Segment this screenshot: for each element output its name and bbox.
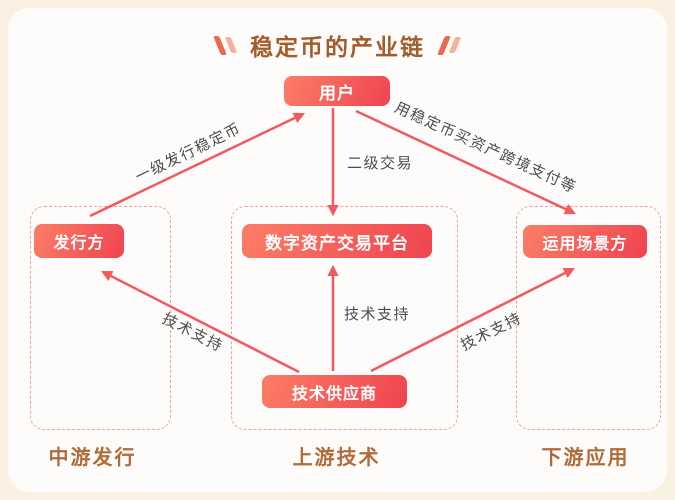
caption-midstream-issuance: 中游发行 xyxy=(48,445,137,469)
title-slashes-right-icon xyxy=(437,35,462,55)
node-issuer: 发行方 xyxy=(34,224,124,258)
caption-upstream-technology: 上游技术 xyxy=(292,445,381,469)
edge-label-tech-support-middle: 技术支持 xyxy=(344,305,411,323)
node-digital-asset-trading-platform: 数字资产交易平台 xyxy=(242,224,432,258)
title-slashes-left-icon xyxy=(213,35,238,55)
page-title: 稳定币的产业链 xyxy=(250,35,425,61)
edge-label-secondary-trading: 二级交易 xyxy=(347,154,414,172)
node-technology-supplier: 技术供应商 xyxy=(262,375,407,408)
title-row: 稳定币的产业链 xyxy=(8,28,667,62)
caption-downstream-application: 下游应用 xyxy=(541,445,630,469)
node-application-scenario-party: 运用场景方 xyxy=(523,225,647,258)
node-user: 用户 xyxy=(284,76,390,106)
